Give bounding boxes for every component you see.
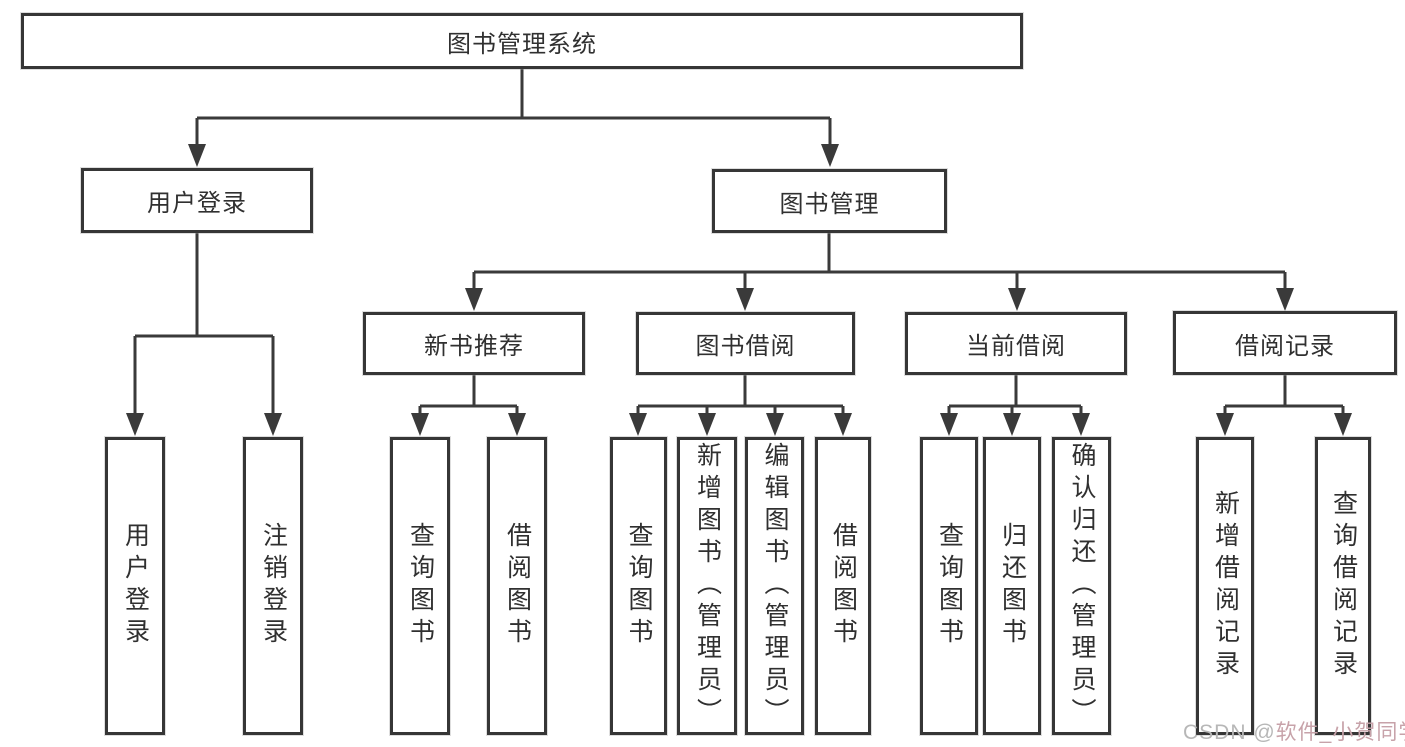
node-user-login: 用户登录: [81, 168, 313, 233]
node-borrow-records-label: 借阅记录: [1235, 332, 1335, 360]
leaf-logout: 注销登录: [243, 437, 303, 735]
leaf-user-login: 用户登录: [105, 437, 165, 735]
leaf-add-book-admin-label: 新增图书（管理员）: [693, 442, 722, 730]
leaf-confirm-return-admin: 确认归还（管理员）: [1052, 437, 1111, 735]
connector-root-to-level2: [188, 66, 839, 167]
leaf-return-book: 归还图书: [983, 437, 1041, 735]
node-new-book-recommend-label: 新书推荐: [424, 333, 524, 360]
leaf-borrow-books-recommend-label: 借阅图书: [503, 522, 532, 650]
node-book-management-label: 图书管理: [779, 190, 880, 218]
leaf-edit-book-admin-label: 编辑图书（管理员）: [761, 442, 789, 730]
watermark-prefix: CSDN @: [1183, 721, 1276, 744]
leaf-query-books-borrow-label: 查询图书: [625, 522, 653, 650]
leaf-query-books-current-label: 查询图书: [935, 522, 964, 650]
leaf-query-borrow-record: 查询借阅记录: [1315, 437, 1371, 735]
leaf-user-login-label: 用户登录: [121, 522, 150, 650]
connector-current-borrow-children: [940, 372, 1090, 436]
csdn-watermark: CSDN @软件_小贺同学: [1183, 716, 1405, 746]
leaf-add-borrow-record-label: 新增借阅记录: [1211, 490, 1240, 682]
node-book-management: 图书管理: [712, 169, 947, 233]
node-root: 图书管理系统: [21, 13, 1023, 69]
node-user-login-label: 用户登录: [147, 190, 247, 217]
leaf-query-borrow-record-label: 查询借阅记录: [1329, 490, 1358, 682]
watermark-author: 软件_小贺同学: [1275, 721, 1405, 744]
node-current-borrow-label: 当前借阅: [966, 333, 1066, 360]
leaf-query-books-recommend-label: 查询图书: [406, 522, 435, 650]
node-current-borrow: 当前借阅: [905, 312, 1127, 375]
node-borrow-records: 借阅记录: [1173, 311, 1397, 375]
leaf-return-book-label: 归还图书: [998, 522, 1027, 650]
leaf-confirm-return-admin-label: 确认归还（管理员）: [1068, 442, 1096, 730]
leaf-add-book-admin: 新增图书（管理员）: [677, 437, 737, 735]
leaf-add-borrow-record: 新增借阅记录: [1196, 437, 1254, 735]
connector-book-management-children: [465, 230, 1294, 311]
leaf-query-books-current: 查询图书: [920, 437, 978, 735]
node-root-label: 图书管理系统: [447, 30, 597, 58]
node-book-borrow-label: 图书借阅: [695, 333, 796, 360]
leaf-query-books-borrow: 查询图书: [610, 437, 667, 735]
connector-borrow-records-children: [1216, 372, 1352, 436]
connector-new-book-children: [411, 372, 526, 436]
leaf-borrow-books-recommend: 借阅图书: [487, 437, 547, 735]
connector-user-login-children: [126, 230, 282, 436]
leaf-query-books-recommend: 查询图书: [390, 437, 450, 735]
leaf-edit-book-admin: 编辑图书（管理员）: [745, 437, 804, 735]
node-book-borrow: 图书借阅: [636, 312, 855, 375]
leaf-borrow-books-label: 借阅图书: [829, 522, 858, 650]
leaf-borrow-books: 借阅图书: [815, 437, 871, 735]
leaf-logout-label: 注销登录: [259, 522, 288, 650]
connector-book-borrow-children: [629, 372, 852, 436]
node-new-book-recommend: 新书推荐: [363, 312, 585, 375]
